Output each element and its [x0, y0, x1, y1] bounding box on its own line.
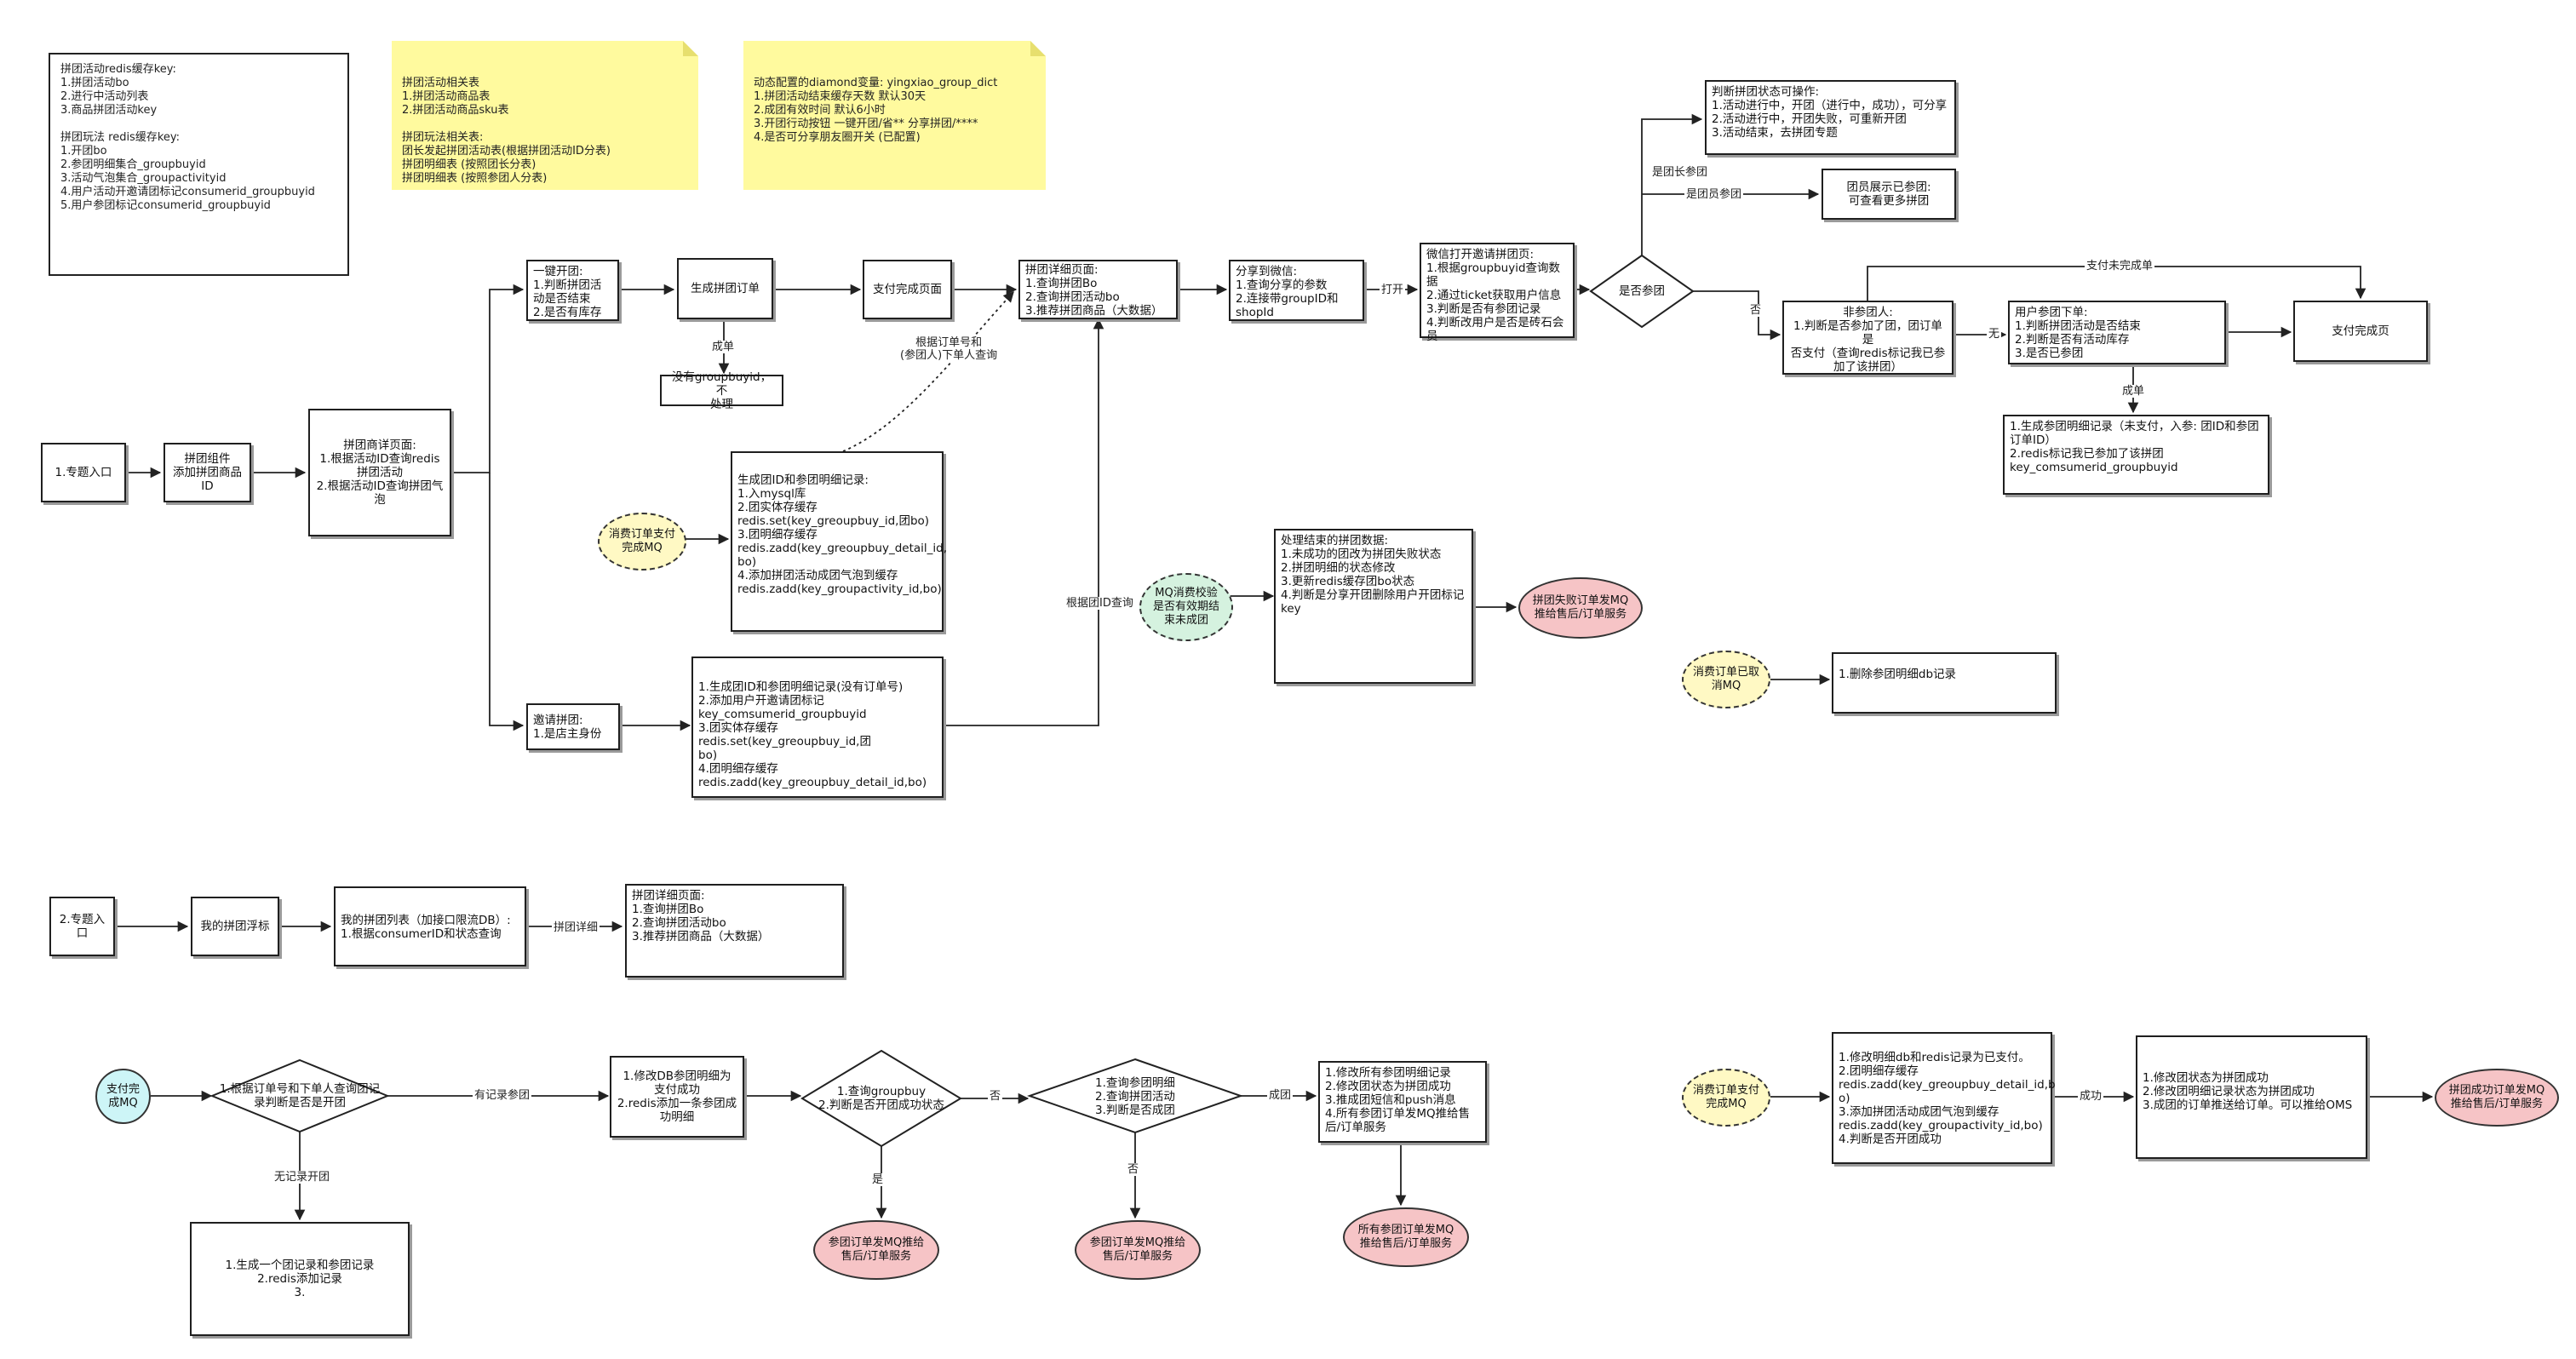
modify-paid-box: 1.修改明细db和redis记录为已支付。 2.团明细存缓存 redis.zad…	[1832, 1032, 2056, 1164]
join-record-box: 1.生成参团明细记录（未支付，入参: 团ID和参团 订单ID） 2.redis标…	[2003, 415, 2269, 495]
label-unpaid: 支付未完成单	[2085, 260, 2155, 272]
new-group-box: 1.生成一个团记录和参团记录 2.redis添加记录 3.	[190, 1222, 410, 1336]
label-fou: 否	[988, 1090, 1003, 1103]
label-no: 否	[1748, 304, 1764, 317]
cancel-mq-ellipse: 消费订单已取 消MQ	[1682, 651, 1770, 708]
label-is-leader: 是团长参团	[1650, 166, 1710, 179]
label-chengdan2: 成单	[2120, 385, 2147, 398]
no-gbid-box: 没有groupbuyid，不 处理	[660, 370, 783, 411]
note-diamond-text: 动态配置的diamond变量: yingxiao_group_dict 1.拼团…	[754, 77, 998, 144]
member-show-box: 团员展示已参团: 可查看更多拼团	[1822, 169, 1956, 220]
update-db-box: 1.修改DB参团明细为 支付成功 2.redis添加一条参团成 功明细	[610, 1056, 744, 1138]
note-fold	[683, 41, 698, 56]
gen-order-box[interactable]: 生成拼团订单	[677, 258, 773, 319]
note-redis-keys: 拼团活动redis缓存key: 1.拼团活动bo 2.进行中活动列表 3.商品拼…	[49, 53, 349, 276]
pay-mq-ellipse: 消费订单支付 完成MQ	[598, 513, 686, 571]
invite-box[interactable]: 邀请拼团: 1.是店主身份	[526, 703, 620, 750]
label-group-detail: 拼团详细	[552, 921, 600, 934]
share-box[interactable]: 分享到微信: 1.查询分享的参数 2.连接带groupID和 shopId	[1229, 260, 1364, 321]
is-joined-text: 是否参团	[1619, 284, 1665, 298]
success-mq-ellipse: 拼团成功订单发MQ 推给售后/订单服务	[2435, 1069, 2559, 1127]
group-detail-box-2[interactable]: 拼团详细页面: 1.查询拼团Bo 2.查询拼团活动bo 3.推荐拼团商品（大数据…	[625, 884, 844, 978]
check-record-text: 1.根据订单号和下单人查询团记 录判断是否是开团	[219, 1082, 381, 1110]
my-group-list-box[interactable]: 我的拼团列表（加接口限流DB）: 1.根据consumerID和状态查询	[334, 886, 526, 966]
gen-group-box: 生成团ID和参团明细记录: 1.入mysql库 2.团实体存缓存 redis.s…	[731, 451, 947, 632]
note-tables: 拼团活动相关表 1.拼团活动商品表 2.拼团活动商品sku表 拼团玩法相关表: …	[392, 41, 698, 190]
delete-detail-box: 1.删除参团明细db记录	[1832, 652, 2057, 714]
label-by-group-id: 根据团ID查询	[1064, 597, 1135, 610]
invite-gen-box: 1.生成团ID和参团明细记录(没有订单号) 2.添加用户开邀请团标记 key_c…	[691, 657, 944, 798]
entry-1[interactable]: 1.专题入口	[41, 443, 126, 502]
all-success-box: 1.修改所有参团明细记录 2.修改团状态为拼团成功 3.推成团短信和push消息…	[1318, 1061, 1487, 1143]
join-mq-2-ellipse: 参团订单发MQ推给 售后/订单服务	[1075, 1220, 1201, 1280]
component-box[interactable]: 拼团组件 添加拼团商品 ID	[164, 443, 251, 502]
pay-mq-2-ellipse: 支付完 成MQ	[95, 1069, 151, 1124]
my-group-button[interactable]: 我的拼团浮标	[191, 897, 279, 956]
note-tables-text: 拼团活动相关表 1.拼团活动商品表 2.拼团活动商品sku表 拼团玩法相关表: …	[402, 77, 611, 185]
join-mq-ellipse: 参团订单发MQ推给 售后/订单服务	[813, 1220, 939, 1280]
label-fou-2: 否	[1126, 1163, 1141, 1176]
label-open: 打开	[1380, 284, 1406, 296]
label-none: 无	[1987, 328, 2002, 341]
label-is-member: 是团员参团	[1684, 188, 1744, 201]
label-shi: 是	[870, 1173, 886, 1186]
entry-2[interactable]: 2.专题入口	[49, 897, 115, 956]
handle-end-box: 处理结束的拼团数据: 1.未成功的团改为拼团失败状态 2.拼团明细的状态修改 3…	[1274, 529, 1473, 684]
pay-done-box[interactable]: 支付完成页	[2293, 301, 2428, 362]
group-detail-box[interactable]: 拼团详细页面: 1.查询拼团Bo 2.查询拼团活动bo 3.推荐拼团商品（大数据…	[1018, 260, 1178, 319]
query-detail-text: 1.查询参团明细 2.查询拼团活动 3.判断是否成团	[1095, 1076, 1175, 1117]
label-chengdan: 成单	[710, 341, 737, 353]
pay-mq-3-ellipse: 消费订单支付 完成MQ	[1682, 1069, 1770, 1127]
note-diamond: 动态配置的diamond变量: yingxiao_group_dict 1.拼团…	[743, 41, 1046, 190]
pay-page-box[interactable]: 支付完成页面	[863, 260, 952, 319]
wechat-open-box[interactable]: 微信打开邀请拼团页: 1.根据groupbuyid查询数据 2.通过ticket…	[1420, 243, 1575, 343]
modify-success-box: 1.修改团状态为拼团成功 2.修改团明细记录状态为拼团成功 3.成团的订单推送给…	[2136, 1035, 2367, 1159]
leader-ops-box: 判断拼团状态可操作: 1.活动进行中，开团（进行中，成功），可分享 2.活动进行…	[1705, 80, 1956, 155]
mq-check-ellipse: MQ消费校验 是否有效期结 束未成团	[1139, 573, 1233, 641]
all-mq-ellipse: 所有参团订单发MQ 推给售后/订单服务	[1343, 1207, 1469, 1267]
note-fold	[1030, 41, 1046, 56]
query-gb-text: 1.查询groupbuy 2.判断是否开团成功状态	[818, 1085, 944, 1112]
detail-page-box[interactable]: 拼团商详页面: 1.根据活动ID查询redis 拼团活动 2.根据活动ID查询拼…	[308, 409, 451, 536]
non-member-box: 非参团人: 1.判断是否参加了团，团订单是 否支付（查询redis标记我已参 加…	[1782, 301, 1954, 375]
user-order-box[interactable]: 用户参团下单: 1.判断拼团活动是否结束 2.判断是否有活动库存 3.是否已参团	[2008, 301, 2226, 364]
fail-mq-ellipse: 拼团失败订单发MQ 推给售后/订单服务	[1518, 577, 1643, 639]
label-no-record: 无记录开团	[273, 1171, 332, 1184]
label-chengtuan: 成团	[1267, 1089, 1294, 1102]
label-success: 成功	[2078, 1090, 2104, 1103]
label-has-record: 有记录参团	[473, 1089, 532, 1102]
one-click-box[interactable]: 一键开团: 1.判断拼团活 动是否结束 2.是否有库存	[526, 260, 619, 321]
label-by-order: 根据订单号和 (参团人)下单人查询	[898, 336, 1000, 362]
